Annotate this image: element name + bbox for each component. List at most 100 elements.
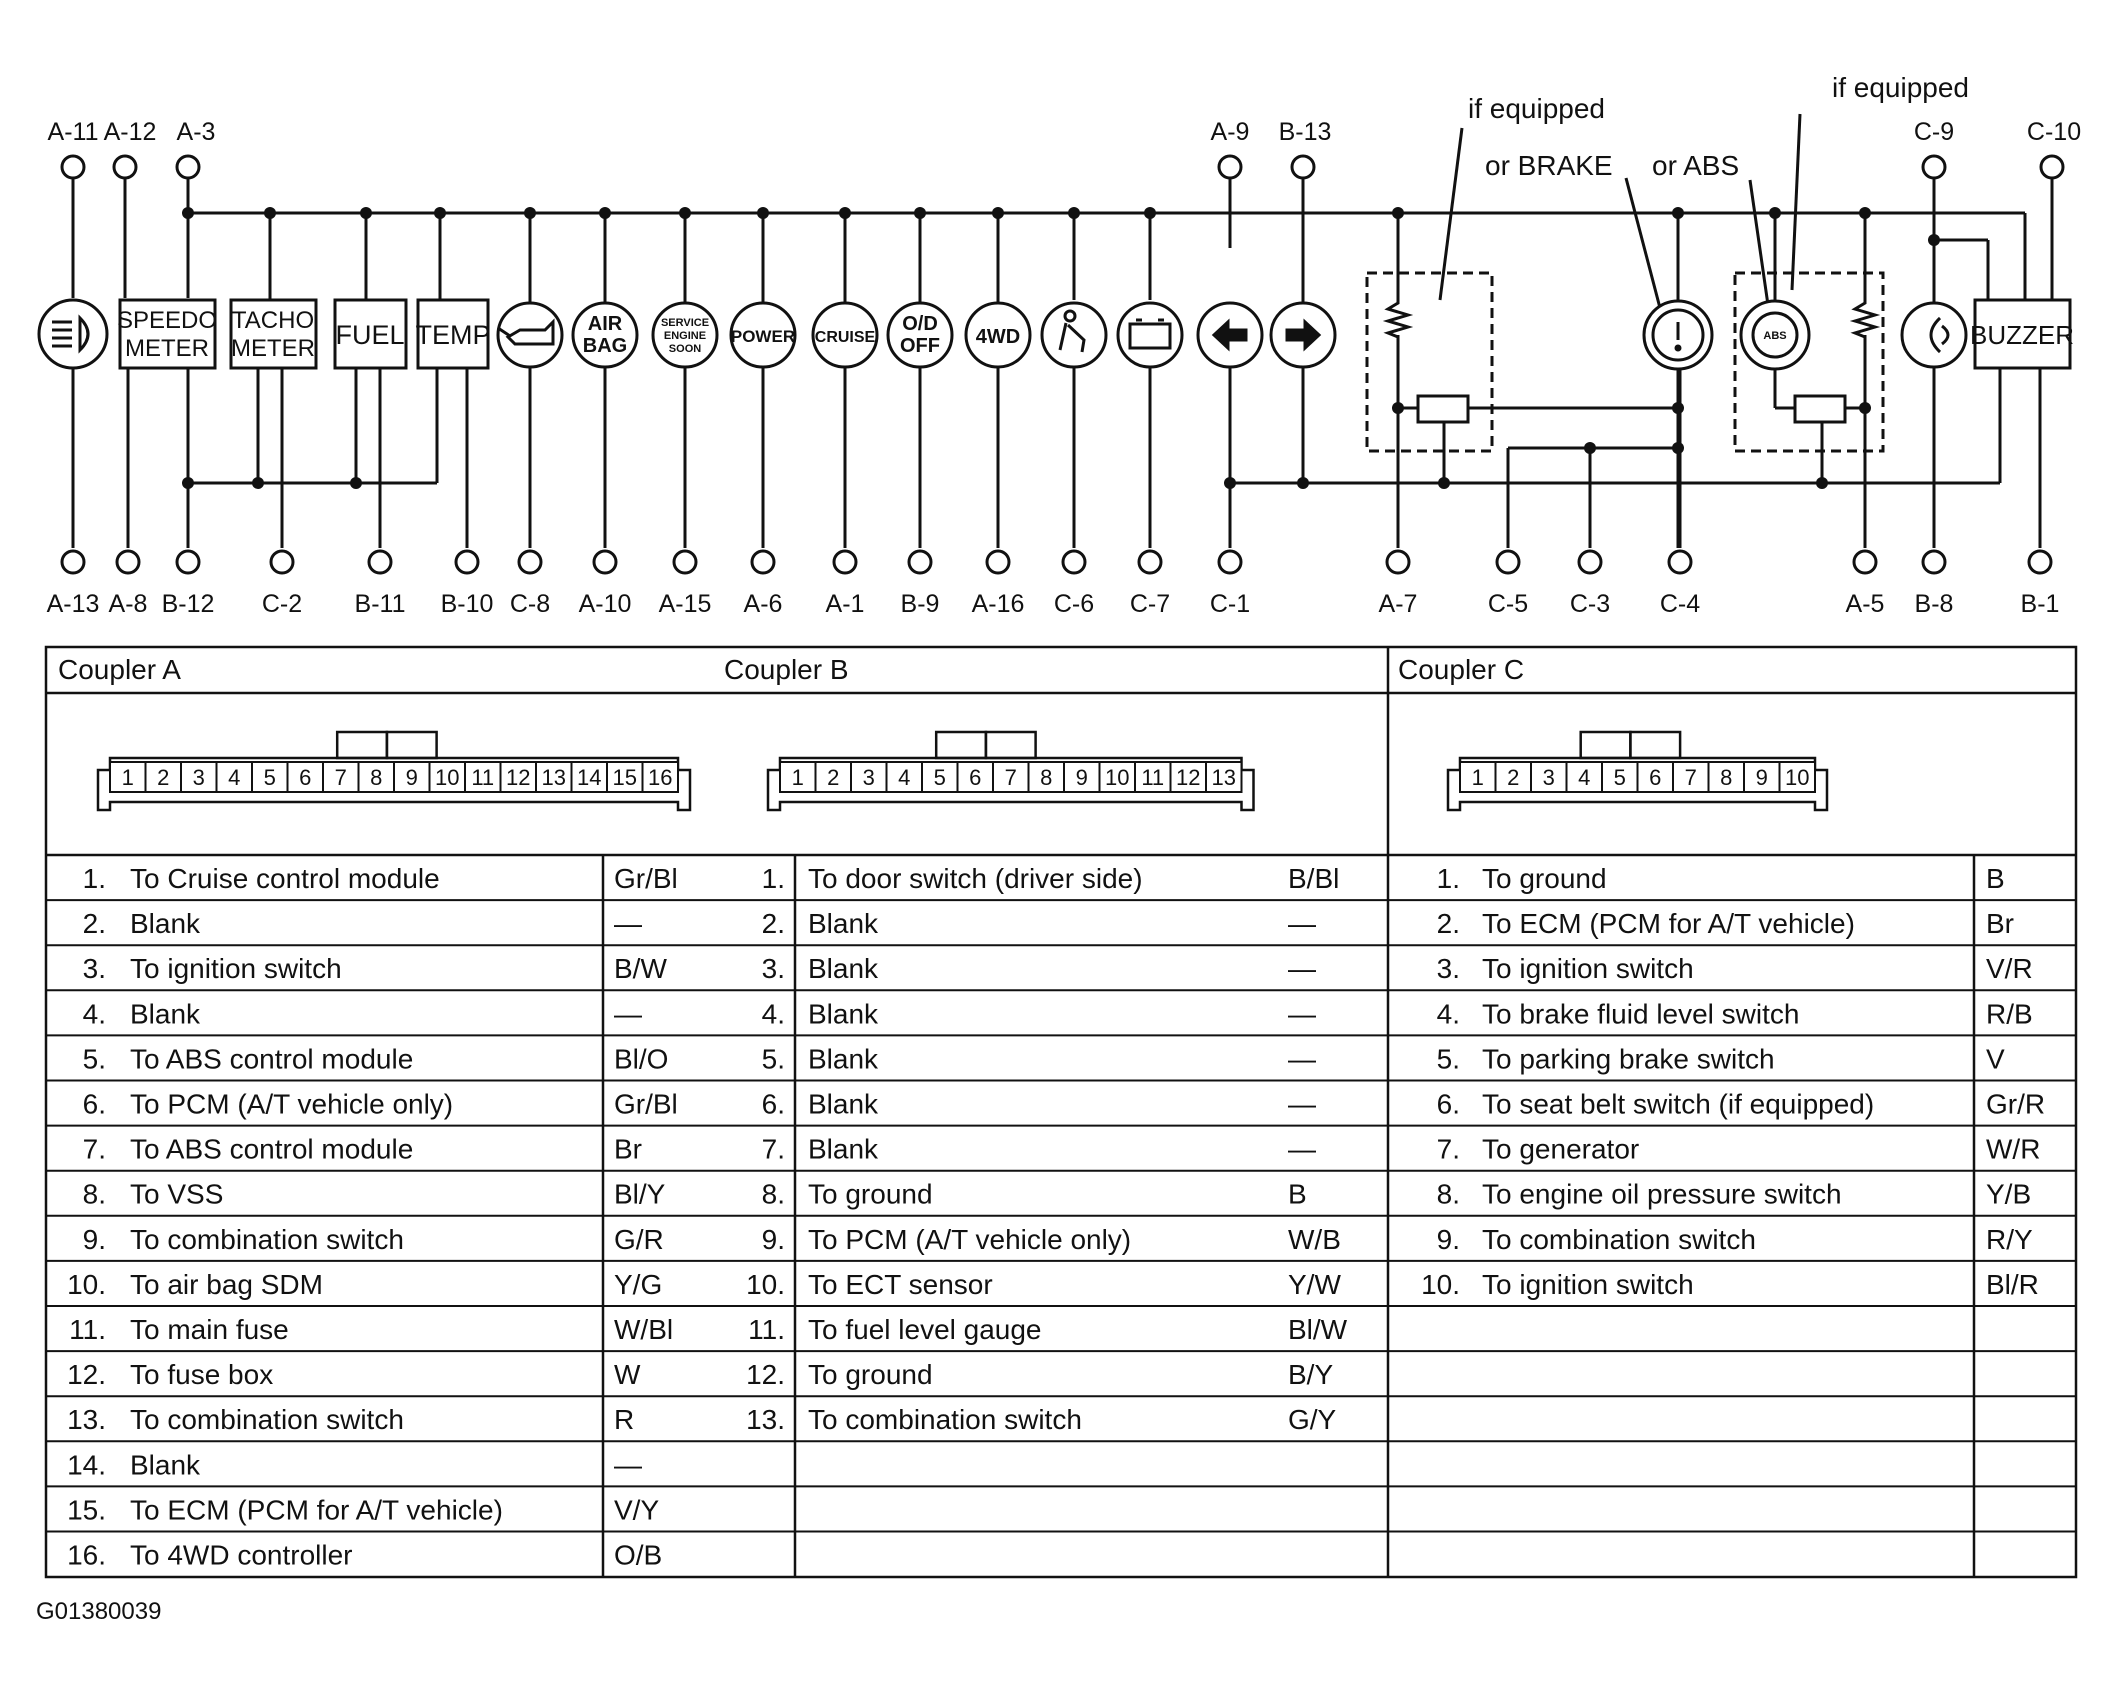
row-number: 9. [762, 1224, 785, 1255]
row-wire-color: Gr/Bl [614, 863, 678, 894]
terminal-A-16 [985, 549, 1011, 575]
temp-label: TEMP [415, 320, 490, 350]
seatbelt-indicator [1040, 301, 1108, 369]
brake-option-box [1365, 271, 1494, 453]
row-description: To fuse box [130, 1359, 273, 1390]
connector-pin-label: 8 [1040, 765, 1052, 790]
connector-latch [1579, 730, 1632, 760]
row-number: 7. [1437, 1134, 1460, 1165]
connector-pin-label: 9 [1076, 765, 1088, 790]
row-number: 12. [746, 1359, 785, 1390]
row-description: To PCM (A/T vehicle only) [808, 1224, 1131, 1255]
service-label-3: SOON [669, 343, 701, 355]
terminal-label: A-1 [826, 590, 865, 618]
connector-pin-label: 1 [122, 765, 134, 790]
row-description: Blank [808, 1089, 879, 1120]
connector-pin [1098, 761, 1136, 793]
row-number: 5. [762, 1043, 785, 1074]
terminal-A-7 [1385, 549, 1411, 575]
row-number: 6. [1437, 1089, 1460, 1120]
if-equipped-note-2: if equipped [1832, 72, 1969, 103]
terminal-label: C-4 [1660, 590, 1700, 618]
row-number: 5. [83, 1043, 106, 1074]
row-wire-color: — [1288, 1043, 1316, 1074]
connector-pin [428, 761, 466, 793]
row-number: 1. [83, 863, 106, 894]
power-label: POWER [731, 327, 795, 346]
row-number: 9. [83, 1224, 106, 1255]
tacho-label-1: TACHO [232, 307, 314, 334]
terminal-B-12 [175, 549, 201, 575]
row-description: Blank [808, 1043, 879, 1074]
row-description: To brake fluid level switch [1482, 998, 1799, 1029]
4wd-label: 4WD [976, 326, 1020, 348]
terminal-label: C-6 [1054, 590, 1094, 618]
row-wire-color: Bl/O [614, 1043, 668, 1074]
buzzer [1973, 298, 2072, 370]
row-description: To main fuse [130, 1314, 289, 1345]
row-description: Blank [808, 953, 879, 984]
connector-pin [322, 761, 360, 793]
airbag-indicator [571, 301, 639, 369]
brake-warning-icon [1674, 322, 1682, 352]
connector-pin-label: 7 [1005, 765, 1017, 790]
connector-pin-label: 6 [1649, 765, 1661, 790]
terminal-C-9 [1921, 154, 1947, 180]
row-wire-color: O/B [614, 1540, 662, 1571]
row-number: 13. [746, 1404, 785, 1435]
row-wire-color: G/Y [1288, 1404, 1337, 1435]
connector-latch [1629, 730, 1682, 760]
row-wire-color: — [614, 998, 642, 1029]
connector-pin [464, 761, 502, 793]
row-wire-color: — [614, 1449, 642, 1480]
row-wire-color: Y/G [614, 1269, 662, 1300]
service-label-1: SERVICE [661, 317, 709, 329]
terminal-A-1 [832, 549, 858, 575]
row-description: To ground [808, 1179, 933, 1210]
speedo-label-2: METER [125, 335, 209, 362]
row-wire-color: R [614, 1404, 634, 1435]
row-description: To ECM (PCM for A/T vehicle) [1482, 908, 1855, 939]
connector-pin [956, 761, 994, 793]
row-wire-color: — [1288, 908, 1316, 939]
if-equipped-note-1: if equipped [1468, 93, 1605, 124]
connector-pin-label: 1 [1472, 765, 1484, 790]
connector-pin [180, 761, 218, 793]
abs-option-box [1733, 271, 1885, 453]
row-number: 15. [67, 1494, 106, 1525]
connector-pin-label: 12 [1176, 765, 1200, 790]
connector-pin [1778, 761, 1816, 793]
coupler-b-title: Coupler B [724, 654, 849, 685]
connector-pin [535, 761, 573, 793]
row-wire-color: V/R [1986, 953, 2033, 984]
row-description: To ignition switch [130, 953, 342, 984]
terminal-label: B-9 [901, 590, 940, 618]
row-wire-color: — [1288, 1134, 1316, 1165]
connector-pin-label: 11 [471, 765, 494, 790]
row-number: 5. [1437, 1043, 1460, 1074]
figure-id: G01380039 [36, 1598, 162, 1625]
row-description: To air bag SDM [130, 1269, 323, 1300]
connector-housing [96, 756, 692, 812]
terminal-A-11 [60, 154, 86, 180]
connector-pin-label: 4 [1578, 765, 1590, 790]
row-number: 3. [83, 953, 106, 984]
terminal-label: A-11 [48, 118, 99, 146]
connector-pin [1672, 761, 1710, 793]
connector-pin-label: 2 [827, 765, 839, 790]
airbag-label-1: AIR [588, 313, 623, 335]
connector-pin-label: 10 [435, 765, 459, 790]
connector-pin-label: 5 [934, 765, 946, 790]
row-description: To ABS control module [130, 1134, 413, 1165]
connector-pin [606, 761, 644, 793]
connector-latch [385, 730, 438, 760]
fuel-gauge [333, 298, 408, 370]
terminal-label: B-1 [2021, 590, 2060, 618]
row-number: 4. [762, 998, 785, 1029]
row-number: 10. [67, 1269, 106, 1300]
junction-dots [182, 207, 1940, 489]
terminal-A-9 [1217, 154, 1243, 180]
